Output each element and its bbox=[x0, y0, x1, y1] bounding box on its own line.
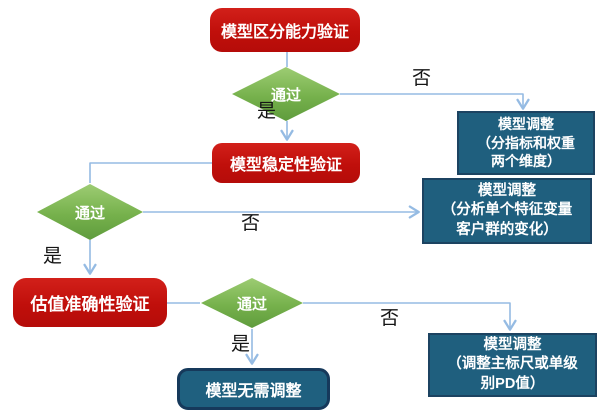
node-model-adjust-1: 模型调整 （分指标和权重 两个维度） bbox=[457, 111, 595, 175]
node-no-adjustment-needed: 模型无需调整 bbox=[177, 368, 330, 410]
connector-decision3-no-adjust3 bbox=[303, 302, 517, 331]
adjust-line-3: 别PD值） bbox=[480, 375, 545, 392]
node-model-stability-validation: 模型稳定性验证 bbox=[212, 143, 360, 183]
adjust-line-2: （分析单个特征变量 bbox=[441, 202, 573, 219]
adjust-line-2: （调整主标尺或单级 bbox=[447, 356, 578, 373]
branch-label-yes-1: 是 bbox=[257, 101, 277, 122]
decision-label: 通过 bbox=[270, 86, 301, 104]
node-valuation-accuracy-validation: 估值准确性验证 bbox=[13, 278, 167, 327]
node-model-discrimination-validation: 模型区分能力验证 bbox=[210, 8, 360, 52]
connector-step2-decision2 bbox=[89, 162, 212, 183]
adjust-line-2: （分指标和权重 bbox=[477, 134, 575, 151]
branch-label-yes-2: 是 bbox=[43, 246, 63, 267]
adjust-line-1: 模型调整 bbox=[483, 336, 542, 353]
node-model-adjust-2: 模型调整 （分析单个特征变量 客户群的变化） bbox=[422, 178, 592, 244]
adjust-line-1: 模型调整 bbox=[478, 182, 536, 199]
decision-label: 通过 bbox=[74, 204, 105, 222]
adjust-line-1: 模型调整 bbox=[498, 115, 554, 132]
branch-label-no-2: 否 bbox=[241, 213, 261, 234]
decision-label: 通过 bbox=[236, 295, 267, 313]
adjust-line-3: 客户群的变化） bbox=[456, 221, 558, 238]
node-label: 模型区分能力验证 bbox=[220, 24, 349, 41]
node-model-adjust-3: 模型调整 （调整主标尺或单级 别PD值） bbox=[428, 333, 597, 397]
branch-label-no-3: 否 bbox=[380, 308, 400, 329]
node-label: 模型无需调整 bbox=[205, 383, 302, 400]
adjust-line-3: 两个维度） bbox=[491, 153, 561, 170]
node-label: 估值准确性验证 bbox=[30, 295, 150, 314]
node-label: 模型稳定性验证 bbox=[229, 157, 342, 174]
branch-label-no-1: 否 bbox=[412, 68, 432, 89]
connector-decision1-no-adjust1 bbox=[340, 93, 530, 110]
branch-label-yes-3: 是 bbox=[231, 334, 251, 355]
